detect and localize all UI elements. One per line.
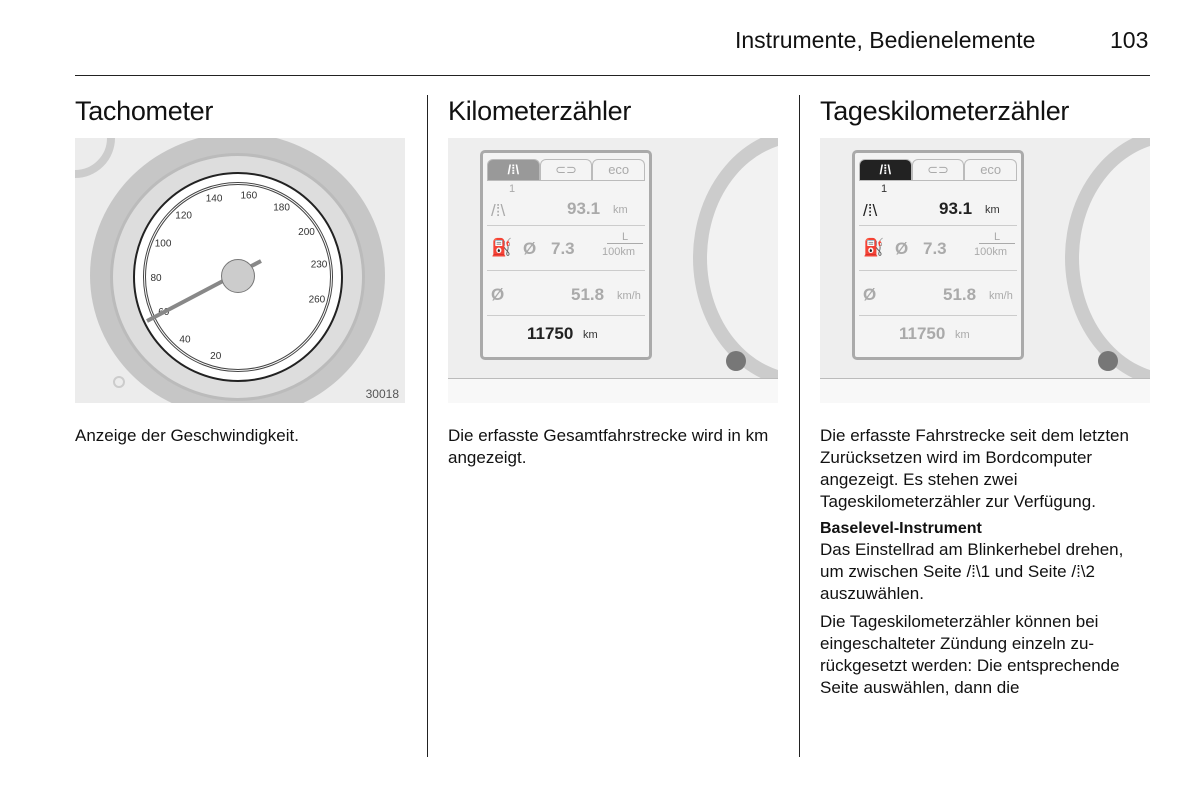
display-value: km <box>613 204 628 216</box>
column-divider <box>427 95 428 757</box>
display-value: 11750 <box>527 324 574 343</box>
scale-label: 180 <box>273 203 290 214</box>
tab-trip: /⁞\ <box>859 159 912 180</box>
page-number: 103 <box>1110 27 1149 53</box>
odometer-figure: /⁞\ ⊂⊃ eco 1 /⁞\ 93.1 km ⛽ Ø 7.3 L 100km… <box>448 138 778 403</box>
paragraph: Das Einstellrad am Blinkerhebel dre­hen,… <box>820 540 1124 603</box>
scale-label: 100 <box>155 239 172 250</box>
speedometer-figure: 20406080100120140160180200230260 30018 <box>75 138 405 403</box>
display-value: km <box>955 329 970 341</box>
display-value: 7.3 <box>923 239 947 258</box>
tab-eco: eco <box>592 159 646 180</box>
scale-label: 200 <box>298 227 315 238</box>
paragraph: Die erfasste Gesamtfahrstrecke wird in k… <box>448 426 769 467</box>
display-value: km/h <box>989 290 1013 302</box>
tab-eco: eco <box>964 159 1018 180</box>
header-rule <box>75 75 1150 76</box>
tab-car: ⊂⊃ <box>911 159 965 180</box>
column-tachometer: Tachometer 20406080100120140160180200230… <box>75 96 405 453</box>
scale-label: 260 <box>309 294 326 305</box>
section-title: Instrumente, Bedienelemente <box>735 27 1036 53</box>
scale-label: 160 <box>240 191 257 202</box>
paragraph: Die Tageskilometerzähler können bei eing… <box>820 612 1120 697</box>
display-value: L <box>979 231 1015 244</box>
scale-label: 40 <box>179 335 191 346</box>
subheading: Baselevel-Instrument <box>820 520 982 537</box>
display-value: km <box>985 204 1000 216</box>
column-trip-odometer: Tageskilometerzähler /⁞\ ⊂⊃ eco 1 /⁞\ 93… <box>820 96 1150 705</box>
driver-info-display: /⁞\ ⊂⊃ eco 1 /⁞\ 93.1 km ⛽ Ø 7.3 L 100km… <box>480 150 652 360</box>
display-value: 100km <box>974 246 1008 258</box>
display-value: 51.8 <box>571 285 605 304</box>
heading: Kilometerzähler <box>448 96 632 126</box>
paragraph: Die erfasste Fahrstrecke seit dem letzte… <box>820 426 1129 511</box>
display-value: 1 <box>509 183 516 195</box>
column-divider <box>799 95 800 757</box>
display-value: Ø <box>895 239 909 258</box>
display-value: 1 <box>881 183 888 195</box>
fuel-icon: ⛽ <box>491 238 513 257</box>
trip-icon: /⁞\ <box>491 201 506 220</box>
display-value: km/h <box>617 290 641 302</box>
trip-odometer-figure: /⁞\ ⊂⊃ eco 1 /⁞\ 93.1 km ⛽ Ø 7.3 L 100km… <box>820 138 1150 403</box>
needle-hub <box>221 259 255 293</box>
figure-number: 30018 <box>365 387 399 401</box>
scale-label: 120 <box>175 211 192 222</box>
scale-label: 80 <box>150 273 162 284</box>
scale-label: 230 <box>311 259 328 270</box>
tab-car: ⊂⊃ <box>539 159 593 180</box>
heading: Tageskilometerzähler <box>820 96 1070 126</box>
reset-knob <box>1098 351 1118 371</box>
reset-knob <box>726 351 746 371</box>
display-value: 93.1 <box>567 199 601 218</box>
driver-info-display: /⁞\ ⊂⊃ eco 1 /⁞\ 93.1 km ⛽ Ø 7.3 L 100km… <box>852 150 1024 360</box>
paragraph: Anzeige der Geschwindigkeit. <box>75 426 299 445</box>
fuel-icon: ⛽ <box>863 238 885 257</box>
heading: Tachometer <box>75 96 214 126</box>
display-value: km <box>583 329 598 341</box>
scale-label: 140 <box>206 194 223 205</box>
display-value: 51.8 <box>943 285 977 304</box>
speed-scale: 20406080100120140160180200230260 <box>146 191 328 362</box>
column-odometer: Kilometerzähler /⁞\ ⊂⊃ eco 1 /⁞\ 93.1 km… <box>448 96 778 475</box>
display-value: 7.3 <box>551 239 575 258</box>
display-value: Ø <box>491 285 505 304</box>
scale-label: 20 <box>210 351 222 362</box>
display-value: Ø <box>523 239 537 258</box>
display-value: 93.1 <box>939 199 973 218</box>
trip-icon: /⁞\ <box>863 201 878 220</box>
display-value: 100km <box>602 246 636 258</box>
display-value: L <box>607 231 643 244</box>
tab-trip: /⁞\ <box>487 159 540 180</box>
display-value: 11750 <box>899 324 946 343</box>
display-value: Ø <box>863 285 877 304</box>
